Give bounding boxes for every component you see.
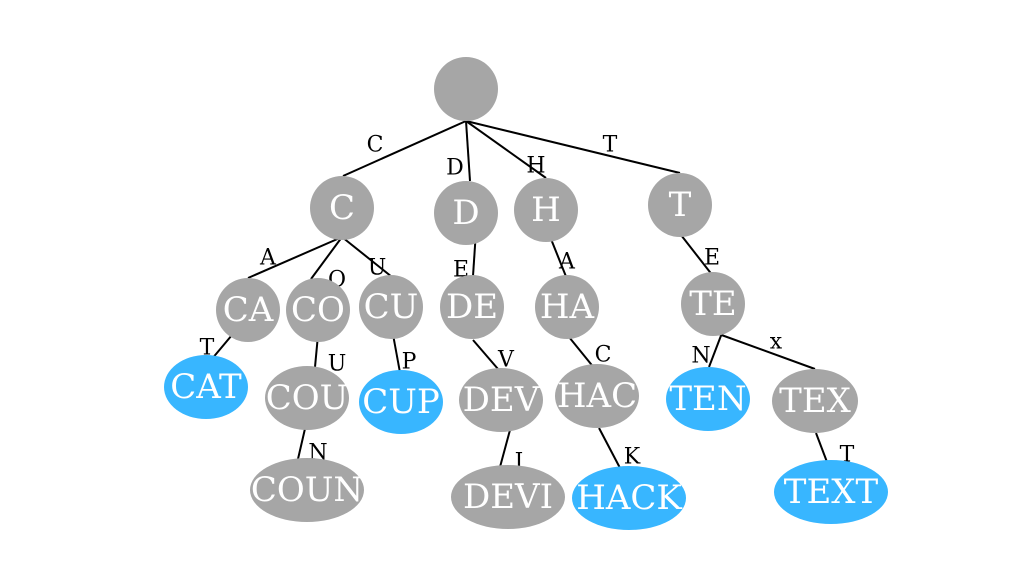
trie-node-hack: HACK xyxy=(572,466,686,530)
edge-label-tex: x xyxy=(770,330,783,355)
trie-node-ha: HA xyxy=(535,275,599,339)
node-label: H xyxy=(531,190,561,230)
edge-label-ten: N xyxy=(691,344,710,369)
node-label: TE xyxy=(689,284,737,324)
internal-node-shape xyxy=(286,278,350,342)
node-label: DEVI xyxy=(463,477,553,517)
internal-node-shape xyxy=(440,275,504,339)
node-label: COUN xyxy=(251,470,363,510)
edge-te-tex xyxy=(715,332,816,370)
trie-node-de: DE xyxy=(440,275,504,339)
node-label: CO xyxy=(291,290,345,330)
edge-c-co xyxy=(310,236,343,280)
terminal-node-shape xyxy=(164,355,248,419)
edge-root-h xyxy=(465,120,547,179)
edge-root-c xyxy=(342,120,467,177)
node-label: T xyxy=(669,185,692,225)
trie-node-ten: TEN xyxy=(666,367,750,431)
edge-label-hack: K xyxy=(624,445,641,470)
edge-label-ha: A xyxy=(558,250,576,275)
trie-node-tex: TEX xyxy=(772,369,858,433)
edge-label-dev: V xyxy=(497,348,515,373)
node-label: CAT xyxy=(170,367,242,407)
internal-node-shape xyxy=(772,369,858,433)
edge-root-d xyxy=(465,120,471,182)
edge-t-te xyxy=(680,234,714,277)
internal-node-shape xyxy=(310,176,374,240)
trie-node-d: D xyxy=(434,181,498,245)
terminal-node-shape xyxy=(666,367,750,431)
terminal-node-shape xyxy=(359,370,443,434)
internal-node-shape xyxy=(434,181,498,245)
edge-label-cup: P xyxy=(402,350,417,375)
edge-label-c: C xyxy=(367,133,384,158)
internal-node-shape xyxy=(555,364,639,428)
node-label: TEN xyxy=(669,379,746,419)
node-label: CU xyxy=(364,287,419,327)
internal-node-shape xyxy=(434,57,498,121)
edge-label-hac: C xyxy=(595,343,612,368)
edge-label-ca: A xyxy=(259,246,277,271)
edge-c-ca xyxy=(247,236,343,279)
trie-node-hac: HAC xyxy=(555,364,639,428)
edge-label-cu: U xyxy=(368,256,387,281)
internal-node-shape xyxy=(514,178,578,242)
trie-node-dev: DEV xyxy=(459,368,543,432)
edge-label-t: T xyxy=(603,133,618,158)
terminal-node-shape xyxy=(774,460,888,524)
edge-ha-hac xyxy=(568,336,596,370)
node-label: DEV xyxy=(463,380,541,420)
edge-de-dev xyxy=(472,339,499,370)
terminal-node-shape xyxy=(572,466,686,530)
trie-node-text: TEXT xyxy=(774,460,888,524)
trie-node-cup: CUP xyxy=(359,370,443,434)
internal-node-shape xyxy=(681,272,745,336)
trie-node-cou: COU xyxy=(265,366,349,430)
node-label: DE xyxy=(446,287,498,327)
trie-node-te: TE xyxy=(681,272,745,336)
node-label: TEXT xyxy=(784,472,879,512)
node-label: HACK xyxy=(576,478,682,518)
edge-c-cu xyxy=(341,236,393,278)
edge-root-t xyxy=(465,120,681,174)
node-label: TEX xyxy=(779,381,851,421)
node-label: CUP xyxy=(362,382,440,422)
internal-node-shape xyxy=(535,275,599,339)
node-label: CA xyxy=(223,290,274,330)
trie-node-coun: COUN xyxy=(250,458,364,522)
internal-node-shape xyxy=(359,275,423,339)
edge-hac-hack xyxy=(598,427,621,469)
edge-label-devi: I xyxy=(515,450,524,475)
internal-node-shape xyxy=(265,366,349,430)
node-label: HA xyxy=(540,287,595,327)
node-label: COU xyxy=(266,378,349,418)
edge-dev-devi xyxy=(499,429,511,468)
edge-label-cou: U xyxy=(328,352,347,377)
internal-node-shape xyxy=(250,458,364,522)
trie-node-root xyxy=(434,57,498,121)
trie-node-ca: CA xyxy=(216,278,280,342)
trie-node-h: H xyxy=(514,178,578,242)
edge-label-h: H xyxy=(526,154,545,179)
trie-node-devi: DEVI xyxy=(451,465,565,529)
trie-node-cat: CAT xyxy=(164,355,248,419)
internal-node-shape xyxy=(459,368,543,432)
edge-label-te: E xyxy=(704,246,720,271)
internal-node-shape xyxy=(648,173,712,237)
node-label: C xyxy=(329,188,355,228)
node-label: HAC xyxy=(557,376,637,416)
node-label: D xyxy=(452,193,479,233)
edge-label-cat: T xyxy=(200,336,215,361)
trie-node-t: T xyxy=(648,173,712,237)
internal-node-shape xyxy=(451,465,565,529)
trie-node-cu: CU xyxy=(359,275,423,339)
edge-tex-text xyxy=(815,432,828,463)
trie-node-c: C xyxy=(310,176,374,240)
edge-te-ten xyxy=(708,332,723,368)
internal-node-shape xyxy=(216,278,280,342)
edge-label-d: D xyxy=(446,156,464,181)
trie-node-co: CO xyxy=(286,278,350,342)
